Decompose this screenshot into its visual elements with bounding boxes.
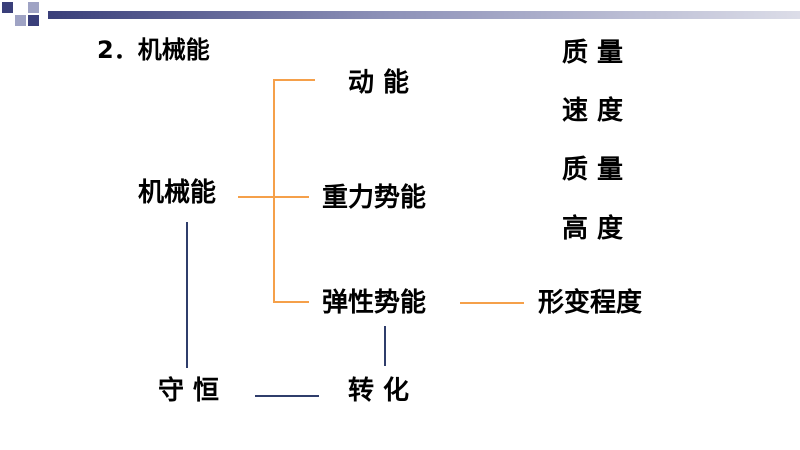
connector-conservation-conversion xyxy=(255,395,319,397)
node-conservation: 守 恒 xyxy=(158,376,220,406)
factor-speed: 速 度 xyxy=(562,96,624,126)
branch-kinetic-energy: 动 能 xyxy=(348,68,410,98)
decorative-square xyxy=(2,15,13,26)
branch-gravitational-potential-energy: 重力势能 xyxy=(322,183,427,213)
bracket-arm-kinetic xyxy=(273,79,315,81)
connector-root-conservation xyxy=(186,222,188,368)
decorative-stripe xyxy=(48,11,800,19)
bracket-arm-gravitational xyxy=(273,196,309,198)
factor-mass-kinetic: 质 量 xyxy=(562,38,624,68)
decorative-square xyxy=(15,2,26,13)
connector-elastic-conversion xyxy=(384,326,386,366)
decorative-square xyxy=(2,2,13,13)
factor-deformation: 形变程度 xyxy=(538,288,643,318)
node-conversion: 转 化 xyxy=(348,376,410,406)
connector-elastic-deformation xyxy=(460,302,524,304)
decorative-square xyxy=(28,15,39,26)
root-node-mechanical-energy: 机械能 xyxy=(138,178,217,208)
factor-height: 高 度 xyxy=(562,214,624,244)
section-heading: 2．机械能 xyxy=(97,36,210,64)
bracket-vertical xyxy=(273,79,275,303)
branch-elastic-potential-energy: 弹性势能 xyxy=(322,288,427,318)
factor-mass-gravitational: 质 量 xyxy=(562,155,624,185)
decorative-square xyxy=(28,2,39,13)
decorative-header-bar xyxy=(0,0,800,30)
bracket-arm-elastic xyxy=(273,301,309,303)
bracket-root-stem xyxy=(238,196,274,198)
decorative-square xyxy=(15,15,26,26)
